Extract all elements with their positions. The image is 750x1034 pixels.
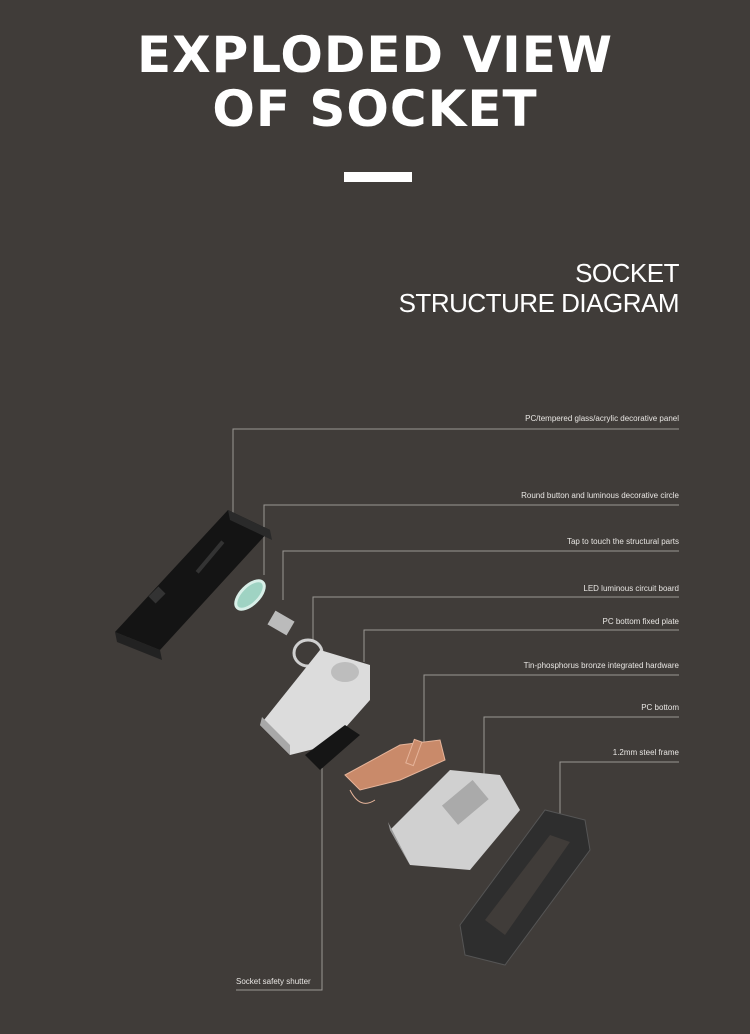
subtitle-line-1: SOCKET <box>575 258 679 288</box>
title-line-2: OF SOCKET <box>212 80 538 138</box>
label-decorative-panel: PC/tempered glass/acrylic decorative pan… <box>525 414 679 423</box>
label-steel-frame: 1.2mm steel frame <box>612 748 679 757</box>
label-led-board: LED luminous circuit board <box>583 584 679 593</box>
safety-shutter-part <box>305 725 360 770</box>
title-line-1: EXPLODED VIEW <box>136 26 614 84</box>
label-safety-shutter: Socket safety shutter <box>236 977 311 986</box>
label-pc-bottom: PC bottom <box>641 703 679 712</box>
touch-structural-part <box>267 610 295 636</box>
steel-frame-part <box>459 809 591 966</box>
round-button-part <box>234 579 266 611</box>
pc-bottom-part <box>388 770 520 870</box>
title-divider <box>344 172 412 182</box>
decorative-panel-part <box>115 510 272 660</box>
label-round-button: Round button and luminous decorative cir… <box>521 491 679 500</box>
page-title: EXPLODED VIEW OF SOCKET <box>0 28 750 136</box>
label-touch-parts: Tap to touch the structural parts <box>566 537 679 546</box>
subtitle-line-2: STRUCTURE DIAGRAM <box>398 288 680 318</box>
diagram-subtitle: SOCKET STRUCTURE DIAGRAM <box>398 258 680 318</box>
bronze-hardware-part <box>344 738 446 804</box>
label-pc-fixed-plate: PC bottom fixed plate <box>602 617 679 626</box>
leader-lines <box>232 428 679 991</box>
label-bronze-hardware: Tin-phosphorus bronze integrated hardwar… <box>523 661 679 670</box>
